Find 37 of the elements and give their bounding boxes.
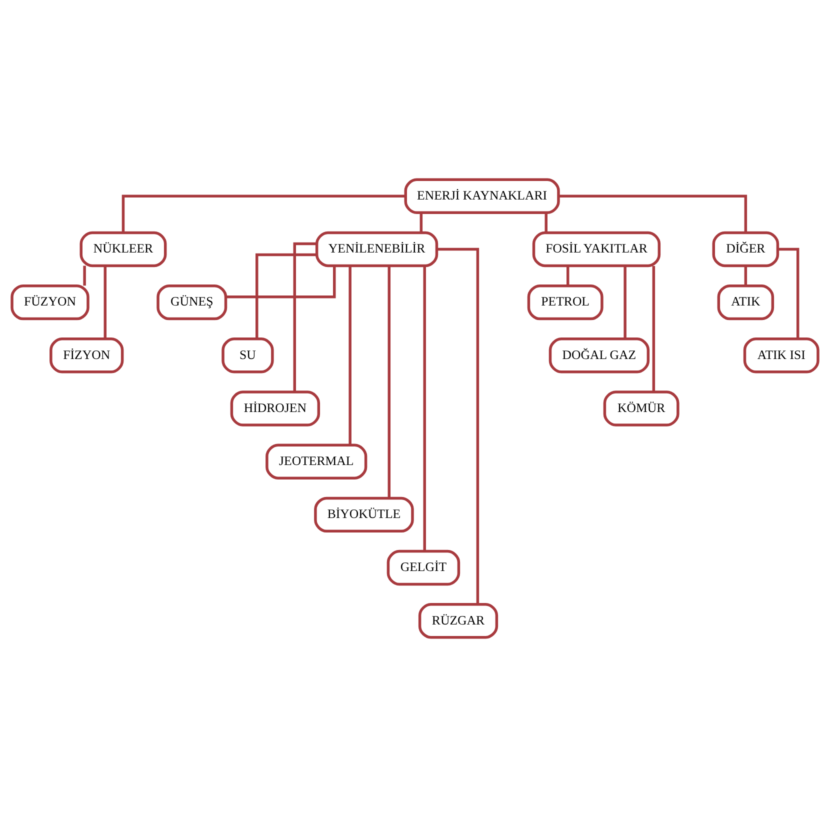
- node-box: KÖMÜR: [603, 390, 680, 426]
- connector: [420, 212, 423, 233]
- node-box: ATIK: [717, 284, 774, 320]
- connector: [104, 266, 107, 339]
- connector: [744, 266, 748, 286]
- node-box: GÜNEŞ: [156, 284, 228, 320]
- connector: [436, 248, 480, 604]
- connector: [544, 212, 548, 233]
- node-box: YENİLENEBİLİR: [315, 231, 438, 268]
- connector: [558, 194, 748, 233]
- connector: [226, 266, 336, 298]
- node-box: ATIK ISI: [743, 338, 820, 374]
- connector: [122, 194, 406, 233]
- connector: [388, 266, 391, 498]
- node-box: BİYOKÜTLE: [314, 496, 414, 533]
- node-box: SU: [222, 338, 274, 374]
- node-box: PETROL: [527, 284, 604, 320]
- node-box: FÜZYON: [10, 284, 90, 320]
- connector: [256, 253, 316, 339]
- node-box: FOSİL YAKITLAR: [532, 231, 661, 268]
- node-box: HİDROJEN: [230, 390, 320, 426]
- node-box: NÜKLEER: [80, 231, 167, 268]
- connector: [624, 266, 626, 339]
- connector: [778, 248, 800, 339]
- node-box: DOĞAL GAZ: [548, 338, 650, 374]
- connector: [652, 266, 656, 392]
- node-box: DİĞER: [712, 231, 780, 268]
- node-box: JEOTERMAL: [266, 444, 368, 480]
- connector: [566, 266, 570, 286]
- node-box: RÜZGAR: [418, 603, 498, 639]
- node-box: FİZYON: [50, 338, 124, 374]
- node-box: GELGİT: [386, 550, 460, 586]
- connector: [83, 266, 86, 286]
- connector: [423, 266, 426, 552]
- connector: [293, 242, 317, 392]
- node-box: ENERJİ KAYNAKLARI: [404, 178, 560, 214]
- connector: [348, 266, 352, 445]
